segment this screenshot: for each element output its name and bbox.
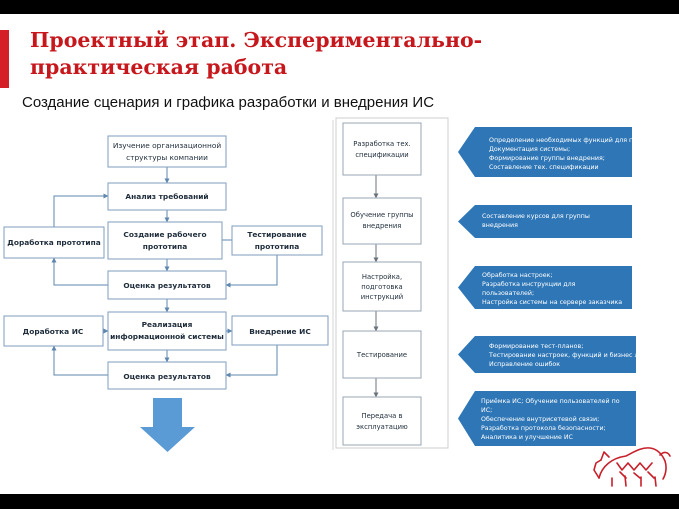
banner-team-training-line-1: Составление курсов для группы xyxy=(482,213,590,220)
banner-tech-spec-line-1: Определение необходимых функций для прод… xyxy=(489,136,663,144)
box-create-prototype-line-2: прототипа xyxy=(143,242,187,251)
box-refine-prototype-label: Доработка прототипа xyxy=(7,238,100,247)
step-team-training: Обучение группы внедрения xyxy=(342,197,422,245)
box-evaluate-results-2-label: Оценка результатов xyxy=(123,372,211,381)
banner-handover: Приёмка ИС; Обучение пользователей по ИС… xyxy=(458,391,636,446)
step-team-training-line-2: внедрения xyxy=(363,222,402,230)
banner-testing-line-3: Исправление ошибок xyxy=(489,360,560,368)
box-study-structure-line-1: Изучение организационной xyxy=(113,141,222,150)
step-handover-line-1: Передача в xyxy=(361,412,402,420)
banner-tech-spec-line-2: Документация системы; xyxy=(489,146,570,153)
box-test-prototype: Тестирование прототипа xyxy=(231,225,323,256)
slide-title: Проектный этап. Экспериментально- практи… xyxy=(30,27,630,81)
banner-configuration-line-4: Настройка системы на сервере заказчика xyxy=(482,298,622,306)
banner-handover-line-3: Обеспечение внутрисетевой связи; xyxy=(481,415,599,423)
banner-tech-spec: Определение необходимых функций для прод… xyxy=(458,127,663,177)
box-requirements-analysis: Анализ требований xyxy=(107,182,227,211)
banner-tech-spec-line-4: Составление тех. спецификации xyxy=(489,164,599,171)
box-deploy-is: Внедрение ИС xyxy=(231,315,329,346)
step-testing: Тестирование xyxy=(342,330,422,379)
box-evaluate-results-1-label: Оценка результатов xyxy=(123,281,211,290)
step-team-training-line-1: Обучение группы xyxy=(350,211,413,219)
slide-subtitle: Создание сценария и графика разработки и… xyxy=(22,94,435,111)
box-study-structure-line-2: структуры компании xyxy=(126,153,208,162)
title-accent-bar xyxy=(0,30,9,88)
step-handover: Передача в эксплуатацию xyxy=(342,396,422,446)
box-study-structure: Изучение организационной структуры компа… xyxy=(107,135,227,168)
box-implement-system-line-2: информационной системы xyxy=(110,332,224,341)
banner-handover-line-1: Приёмка ИС; Обучение пользователей по xyxy=(481,397,620,405)
down-arrow-icon xyxy=(140,398,195,452)
box-evaluate-results-1: Оценка результатов xyxy=(107,270,227,300)
slide-title-line-1: Проектный этап. Экспериментально- xyxy=(30,28,483,52)
slide-title-line-2: практическая работа xyxy=(30,55,288,79)
top-bar xyxy=(0,0,679,14)
step-configuration: Настройка, подготовка инструкций xyxy=(342,261,422,312)
step-tech-spec-line-2: спецификации xyxy=(355,151,408,159)
step-configuration-line-2: подготовка xyxy=(361,283,402,291)
banner-configuration-line-2: Разработка инструкции для xyxy=(482,280,576,288)
rhino-logo-icon xyxy=(593,447,671,487)
step-configuration-line-3: инструкций xyxy=(361,293,403,301)
box-evaluate-results-2: Оценка результатов xyxy=(107,361,227,390)
banner-team-training-line-2: внедрения xyxy=(482,222,518,229)
banner-testing: Формирование тест-планов; Тестирование н… xyxy=(458,336,660,373)
banner-configuration-line-1: Обработка настроек; xyxy=(482,271,553,279)
banner-testing-line-2: Тестирование настроек, функций и бизнес … xyxy=(488,351,660,359)
box-create-prototype: Создание рабочего прототипа xyxy=(107,221,223,260)
box-create-prototype-line-1: Создание рабочего xyxy=(123,230,206,239)
banner-team-training: Составление курсов для группы внедрения xyxy=(458,205,632,238)
banner-tech-spec-line-3: Формирование группы внедрения; xyxy=(489,155,605,162)
banner-configuration: Обработка настроек; Разработка инструкци… xyxy=(458,266,632,309)
banner-handover-line-5: Аналитика и улучшение ИС xyxy=(481,434,574,441)
step-tech-spec: Разработка тех. спецификации xyxy=(342,122,422,176)
banner-configuration-line-3: пользователей; xyxy=(482,289,534,297)
box-implement-system-line-1: Реализация xyxy=(142,320,193,329)
banner-handover-line-4: Разработка протокола безопасности; xyxy=(481,424,606,432)
bottom-bar xyxy=(0,494,679,509)
box-test-prototype-line-1: Тестирование xyxy=(247,230,306,239)
box-refine-is-label: Доработка ИС xyxy=(23,327,84,336)
box-requirements-analysis-label: Анализ требований xyxy=(125,192,208,201)
box-test-prototype-line-2: прототипа xyxy=(255,242,299,251)
box-deploy-is-label: Внедрение ИС xyxy=(249,327,311,336)
step-configuration-line-1: Настройка, xyxy=(362,273,402,281)
box-implement-system: Реализация информационной системы xyxy=(107,311,227,351)
step-testing-label: Тестирование xyxy=(356,351,407,359)
left-connectors xyxy=(51,167,278,378)
box-refine-is: Доработка ИС xyxy=(3,315,104,347)
step-handover-line-2: эксплуатацию xyxy=(356,423,408,431)
banner-testing-line-1: Формирование тест-планов; xyxy=(489,343,583,350)
box-refine-prototype: Доработка прототипа xyxy=(3,226,105,259)
step-tech-spec-line-1: Разработка тех. xyxy=(353,140,410,148)
banner-handover-line-2: ИС; xyxy=(481,407,492,414)
